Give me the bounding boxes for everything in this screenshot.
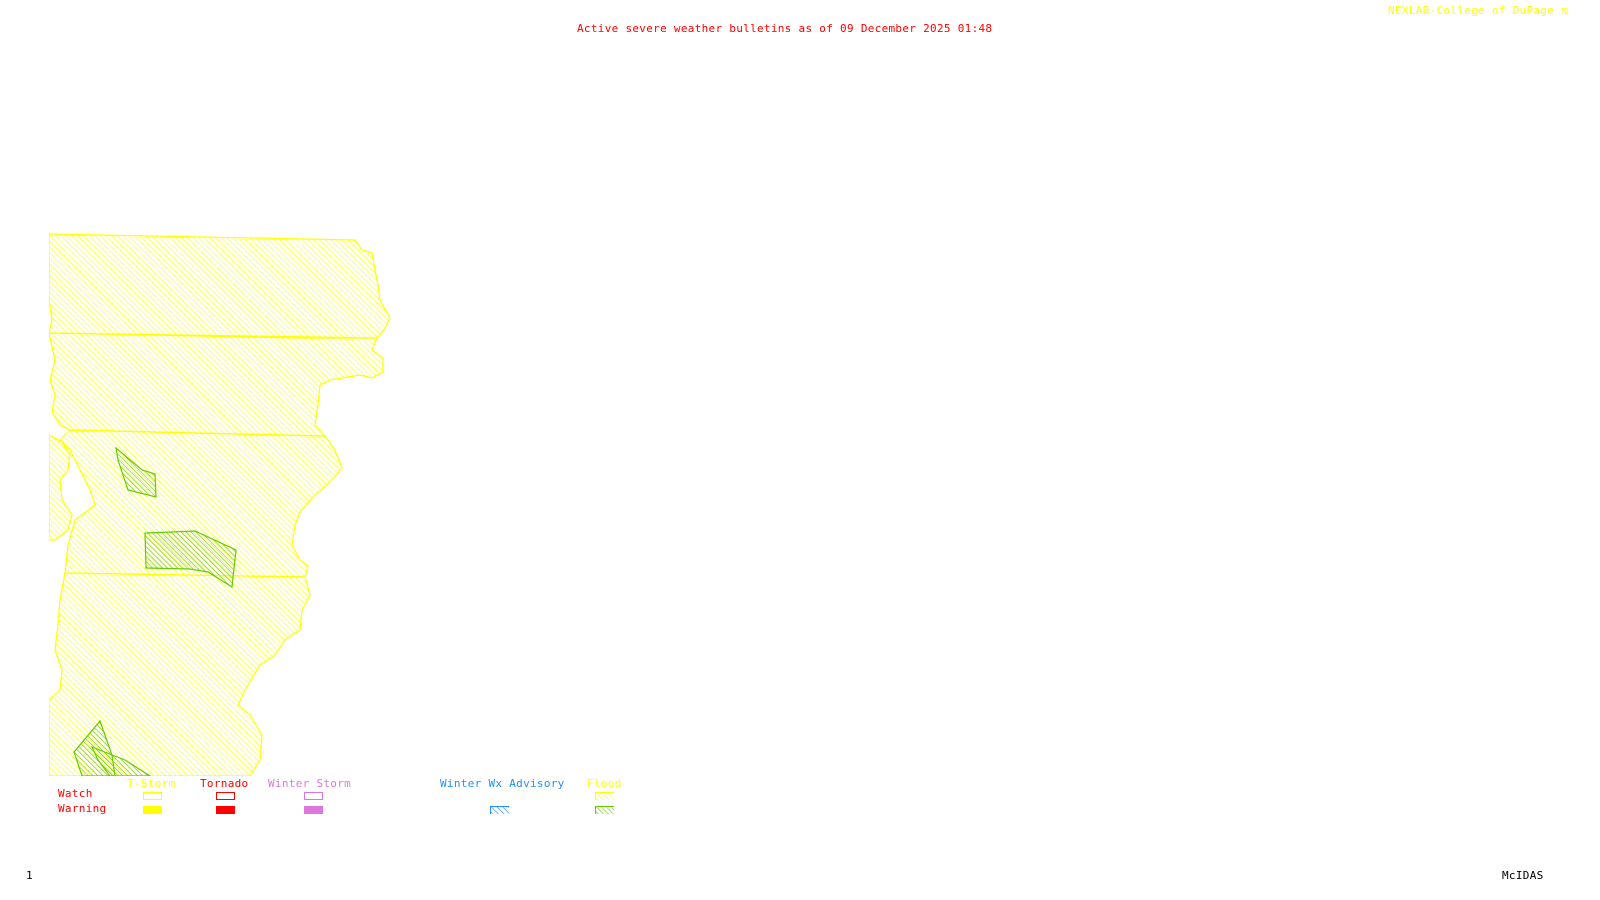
flood-watch-region-south (49, 572, 311, 776)
legend-col-winter-wx-advisory: Winter Wx Advisory (440, 777, 565, 790)
swatch-tornado-watch (216, 792, 235, 800)
swatch-flood-watch (595, 792, 614, 800)
frame-number: 1 (26, 869, 33, 882)
flood-warning-polygon-4 (90, 745, 152, 776)
swatch-tstorm-warning (143, 806, 162, 814)
flood-watch-region-west-edge (49, 434, 73, 541)
software-label: McIDAS (1502, 869, 1544, 882)
flood-watch-region-north (49, 233, 391, 339)
flood-warning-polygon-2 (144, 530, 237, 589)
bulletin-title: Active severe weather bulletins as of 09… (577, 22, 993, 35)
legend-row-watch: Watch (58, 787, 93, 800)
credit-label: NEXLAB-College of DuPage ⧅ (1388, 5, 1568, 17)
swatch-flood-warning (595, 806, 614, 814)
legend-col-tornado: Tornado (200, 777, 249, 790)
legend-row-warning: Warning (58, 802, 107, 815)
credit-text: NEXLAB-College of DuPage (1388, 4, 1555, 17)
swatch-winter-storm-watch (304, 792, 323, 800)
legend-col-flood: Flood (587, 777, 622, 790)
logo-glyph-icon: ⧅ (1561, 4, 1569, 17)
flood-watch-region-upper-middle (49, 332, 384, 437)
swatch-winter-wx-advisory (490, 806, 509, 814)
legend-col-tstorm: T-Storm (127, 777, 176, 790)
flood-warning-polygon-1 (115, 446, 157, 498)
legend-col-winter-storm: Winter Storm (268, 777, 352, 790)
swatch-tstorm-watch (143, 792, 162, 800)
swatch-tornado-warning (216, 806, 235, 814)
swatch-winter-storm-warning (304, 806, 323, 814)
